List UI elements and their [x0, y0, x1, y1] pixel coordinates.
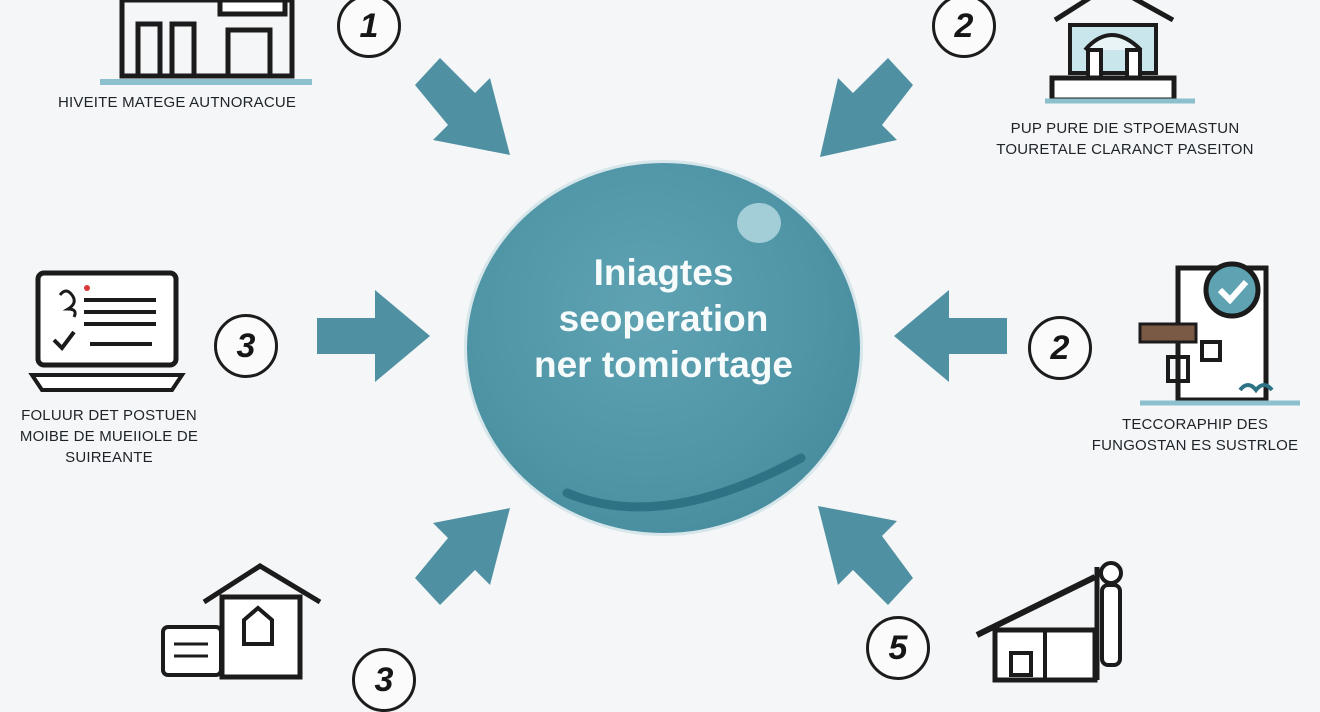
- step-number-badge: 2: [1028, 316, 1092, 380]
- node-label-line: MOIBE DE MUEIIOLE DE: [19, 428, 199, 445]
- arrows-layer: [317, 58, 1007, 605]
- arrow-middle-right: [894, 290, 1007, 382]
- hub-title: Iniagtes seoperation ner tomiortage: [467, 250, 860, 388]
- node-label: FOLUUR DET POSTUEN MOIBE DE MUEIIOLE DE …: [0, 405, 218, 468]
- node-label: TECCORAPHIP DES FUNGOSTAN ES SUSTRLOE: [1070, 414, 1320, 456]
- node-label-line: TOURETALE CLARANCT PASEITON: [996, 141, 1254, 158]
- step-number-badge: 5: [866, 616, 930, 680]
- node-label: PUP PURE DIE STPOEMASTUN TOURETALE CLARA…: [965, 118, 1285, 160]
- building-icon: [100, 0, 312, 85]
- hub-line-1: Iniagtes: [593, 252, 734, 293]
- house-gazebo-icon: [1045, 0, 1195, 104]
- node-label-line: FUNGOSTAN ES SUSTRLOE: [1091, 437, 1299, 454]
- node-label: HIVEITE MATEGE AUTNORACUE: [58, 92, 296, 113]
- node-label-line: TECCORAPHIP DES: [1121, 416, 1269, 433]
- node-label-line: HIVEITE MATEGE AUTNORACUE: [58, 94, 297, 111]
- step-number-badge: 2: [932, 0, 996, 58]
- hub-shine: [562, 203, 806, 512]
- arrow-middle-left: [317, 290, 430, 382]
- hub-line-3: ner tomiortage: [533, 344, 794, 385]
- arrow-top-right: [820, 58, 913, 157]
- house-construction-icon: [975, 561, 1123, 683]
- node-label-line: PUP PURE DIE STPOEMASTUN: [1010, 120, 1240, 137]
- arrow-top-left: [415, 58, 510, 155]
- central-hub: [467, 163, 860, 533]
- arrow-bottom-left: [415, 508, 510, 605]
- node-label-line: FOLUUR DET POSTUEN: [21, 407, 197, 424]
- house-chat-icon: [161, 563, 322, 680]
- step-number-badge: 3: [214, 314, 278, 378]
- step-number-badge: 3: [352, 648, 416, 712]
- hub-line-2: seoperation: [558, 298, 769, 339]
- laptop-checklist-icon: [28, 270, 186, 392]
- step-number-badge: 1: [337, 0, 401, 58]
- node-label-line: SUIREANTE: [65, 449, 153, 466]
- building-check-icon: [1138, 261, 1300, 406]
- arrow-bottom-right: [818, 506, 913, 605]
